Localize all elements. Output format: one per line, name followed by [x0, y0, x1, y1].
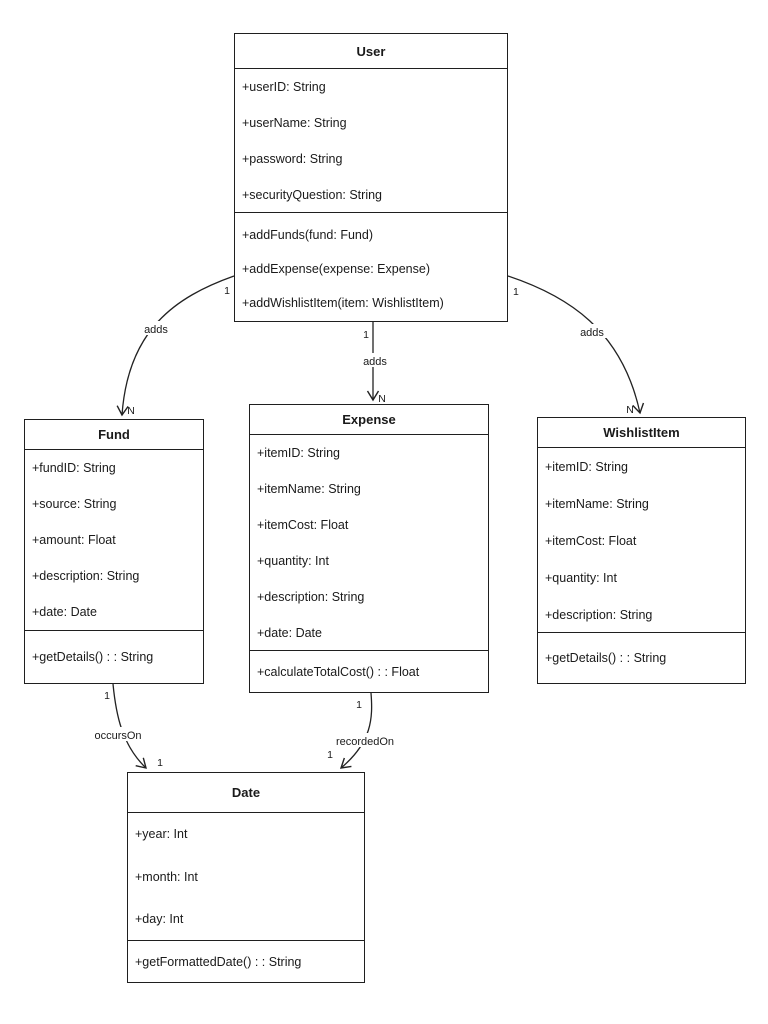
attributes-compartment: +userID: String +userName: String +passw… [235, 68, 507, 212]
attribute: +date: Date [257, 626, 322, 640]
association-label: adds [144, 324, 168, 336]
association-label: adds [580, 327, 604, 339]
attribute: +fundID: String [32, 461, 116, 475]
attribute: +day: Int [135, 912, 184, 927]
attributes-compartment: +itemID: String +itemName: String +itemC… [250, 434, 488, 650]
class-wishlistitem: WishlistItem +itemID: String +itemName: … [537, 417, 746, 684]
attribute: +quantity: Int [545, 570, 617, 585]
attribute: +itemID: String [545, 459, 629, 474]
association-label: recordedOn [336, 736, 394, 748]
method: +addExpense(expense: Expense) [242, 262, 430, 276]
attribute: +description: String [257, 590, 365, 604]
attribute: +userName: String [242, 116, 347, 130]
multiplicity-target: N [626, 404, 634, 416]
multiplicity-target: 1 [327, 749, 333, 761]
method: +getDetails() : : String [32, 650, 154, 664]
label-background [574, 324, 610, 338]
class-title: Expense [342, 412, 396, 427]
attribute: +date: Date [32, 605, 97, 619]
attribute: +description: String [545, 607, 653, 622]
label-background [357, 353, 393, 367]
label-background [92, 727, 144, 741]
attribute: +source: String [32, 497, 117, 511]
attributes-compartment: +itemID: String +itemName: String +itemC… [538, 447, 745, 632]
attributes-compartment: +fundID: String +source: String +amount:… [25, 449, 203, 630]
label-background [138, 321, 174, 335]
class-title: User [356, 43, 386, 59]
attribute: +password: String [242, 152, 343, 166]
multiplicity-source: 1 [513, 286, 519, 298]
methods-compartment: +addFunds(fund: Fund) +addExpense(expens… [235, 212, 507, 321]
methods-compartment: +getDetails() : : String [538, 632, 745, 683]
multiplicity-source: 1 [224, 285, 230, 297]
methods-compartment: +getFormattedDate() : : String [128, 940, 364, 982]
attribute: +itemCost: Float [257, 518, 349, 532]
attribute: +description: String [32, 569, 140, 583]
multiplicity-source: 1 [363, 329, 369, 341]
multiplicity-source: 1 [356, 699, 362, 711]
method: +calculateTotalCost() : : Float [257, 664, 420, 679]
class-title: Fund [98, 427, 130, 442]
class-expense: Expense +itemID: String +itemName: Strin… [249, 404, 489, 693]
attribute: +itemName: String [257, 482, 361, 496]
attribute: +month: Int [135, 869, 198, 884]
association-user-fund [116, 275, 235, 417]
attribute: +amount: Float [32, 533, 116, 547]
association-fund-date [112, 683, 147, 769]
multiplicity-source: 1 [104, 690, 110, 702]
class-fund: Fund +fundID: String +source: String +am… [24, 419, 204, 684]
method: +addFunds(fund: Fund) [242, 228, 373, 242]
method: +getDetails() : : String [545, 651, 667, 665]
class-user: User +userID: String +userName: String +… [234, 33, 508, 322]
association-expense-date [339, 692, 373, 769]
attribute: +itemCost: Float [545, 533, 637, 548]
label-background [334, 733, 396, 747]
multiplicity-target: 1 [157, 757, 163, 769]
attribute: +itemID: String [257, 446, 341, 460]
attribute: +itemName: String [545, 496, 649, 511]
class-title: Date [231, 785, 261, 800]
association-label: adds [363, 356, 387, 368]
association-label: occursOn [94, 730, 141, 742]
attribute: +quantity: Int [257, 554, 329, 568]
method: +getFormattedDate() : : String [135, 954, 302, 969]
methods-compartment: +calculateTotalCost() : : Float [250, 650, 488, 692]
class-title: WishlistItem [603, 425, 680, 440]
class-date: Date +year: Int +month: Int +day: Int +g… [127, 772, 365, 983]
attribute: +year: Int [135, 827, 188, 842]
method: +addWishlistItem(item: WishlistItem) [242, 296, 444, 310]
attribute: +securityQuestion: String [242, 188, 382, 202]
association-user-wishlistitem [507, 275, 645, 415]
multiplicity-target: N [127, 405, 135, 417]
methods-compartment: +getDetails() : : String [25, 630, 203, 683]
attribute: +userID: String [242, 80, 326, 94]
attributes-compartment: +year: Int +month: Int +day: Int [128, 812, 364, 940]
